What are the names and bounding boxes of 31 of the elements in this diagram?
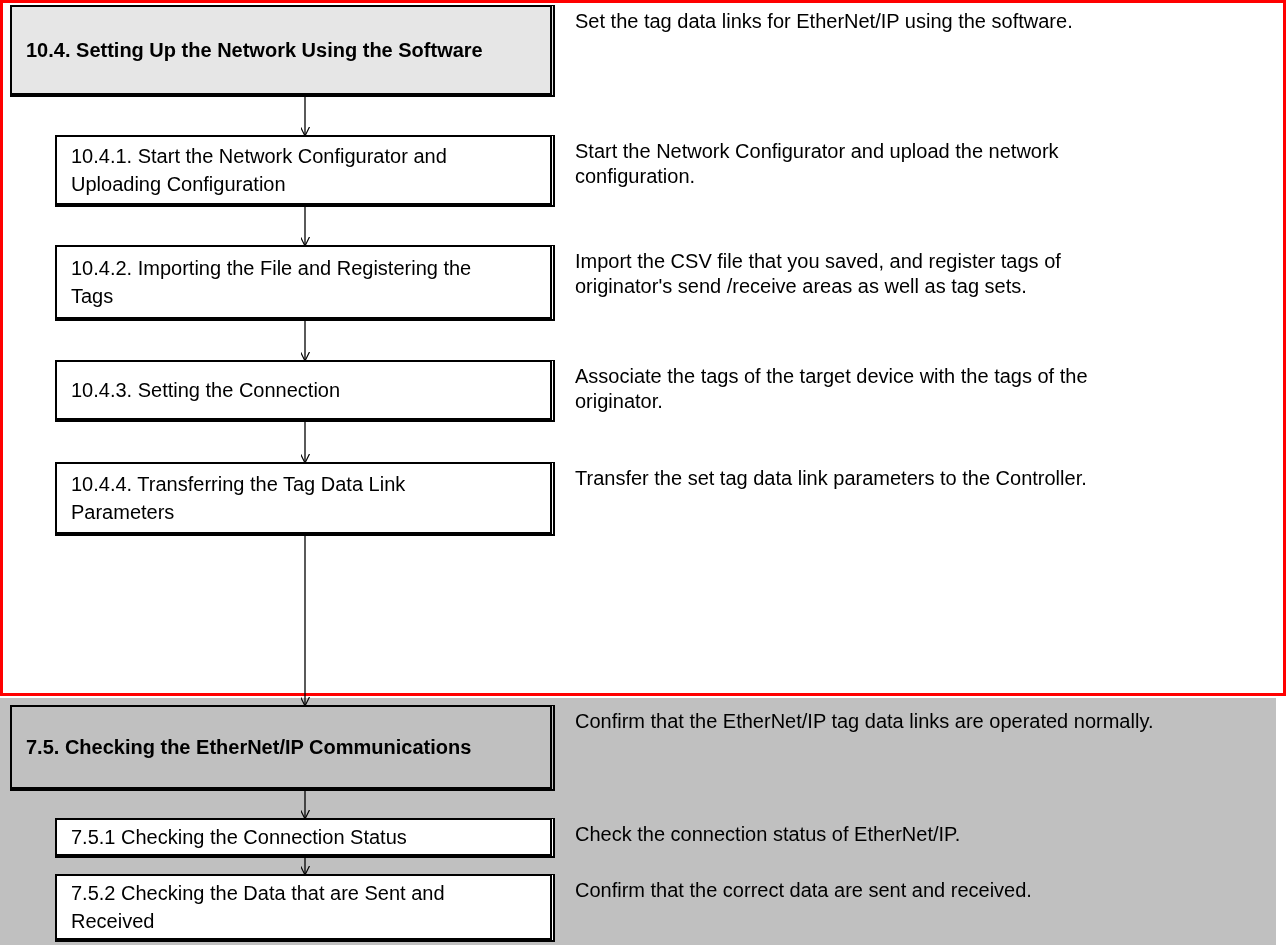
description-text: Confirm that the correct data are sent and received.: [575, 878, 1033, 903]
arrow: [299, 790, 311, 820]
heading-text: 10.4. Setting Up the Network Using the Software: [26, 38, 483, 63]
arrow: [299, 421, 311, 464]
arrow: [299, 206, 311, 247]
process-box: [55, 135, 555, 207]
section-heading-box: [10, 5, 555, 97]
step-text: 10.4.3. Setting the Connection: [71, 378, 341, 403]
process-box: [55, 874, 555, 942]
description-text: Associate the tags of the target device with the tags of the originator.: [575, 364, 1089, 414]
step-text: 10.4.2. Importing the File and Registering the Tags: [71, 256, 473, 309]
arrow: [299, 535, 311, 707]
description-text: Set the tag data links for EtherNet/IP using the software.: [575, 9, 1074, 34]
process-box: [55, 462, 555, 536]
description-text: Start the Network Configurator and upload the network configuration.: [575, 139, 1060, 189]
process-box: [55, 360, 555, 422]
section-heading-box: [10, 705, 555, 791]
arrow: [299, 857, 311, 876]
step-text: 10.4.4. Transferring the Tag Data Link Parameters: [71, 472, 407, 525]
process-box: [55, 245, 555, 321]
arrow: [299, 320, 311, 362]
arrow: [299, 96, 311, 137]
description-text: Check the connection status of EtherNet/IP.: [575, 822, 962, 847]
step-text: 7.5.2 Checking the Data that are Sent and Received: [71, 881, 446, 934]
step-text: 10.4.1. Start the Network Configurator and Uploading Configuration: [71, 144, 448, 197]
description-text: Transfer the set tag data link parameters to the Controller.: [575, 466, 1088, 491]
process-box: [55, 818, 555, 858]
heading-text: 7.5. Checking the EtherNet/IP Communications: [26, 735, 472, 760]
step-text: 7.5.1 Checking the Connection Status: [71, 825, 407, 850]
description-text: Import the CSV file that you saved, and register tags of originator's send /receive areas as well as tag sets.: [575, 249, 1062, 299]
description-text: Confirm that the EtherNet/IP tag data links are operated normally.: [575, 709, 1155, 734]
